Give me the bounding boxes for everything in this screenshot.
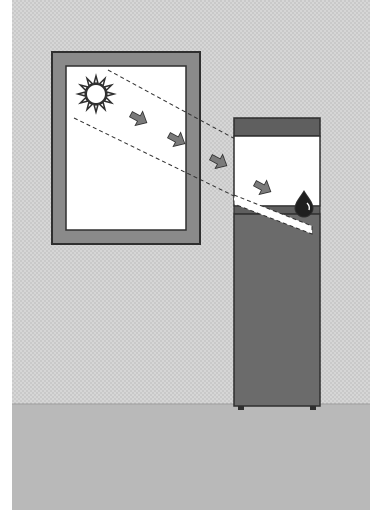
floor (12, 404, 370, 510)
dispenser-top-panel (234, 118, 320, 136)
window-glass (66, 66, 186, 230)
dispenser-foot-right (310, 406, 316, 410)
water-dispenser (234, 118, 320, 410)
dispenser-foot-left (238, 406, 244, 410)
window (52, 52, 200, 244)
dispenser-cabinet (234, 214, 320, 406)
